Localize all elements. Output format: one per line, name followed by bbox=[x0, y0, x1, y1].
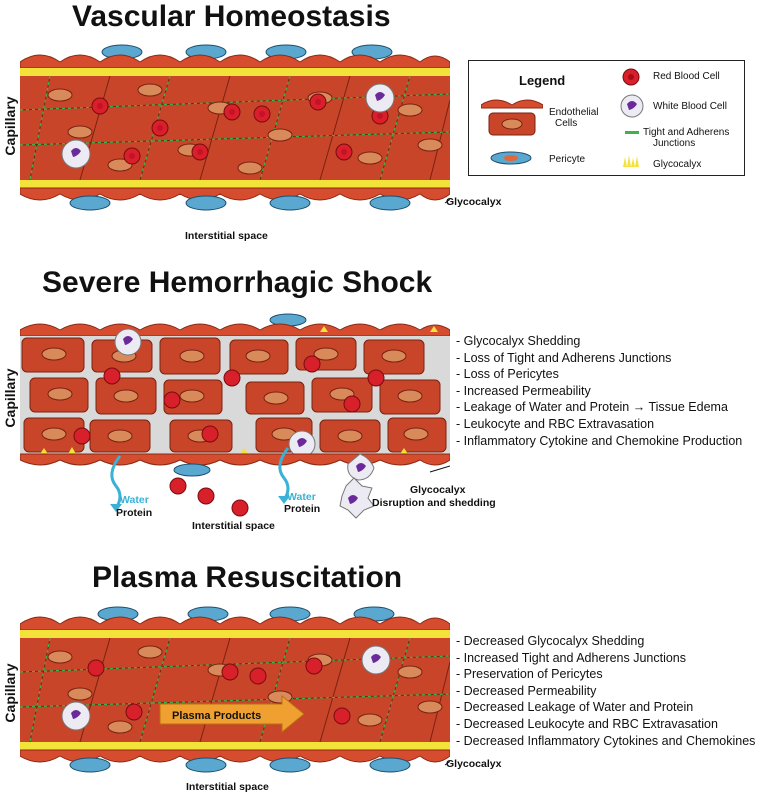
legend-wbc: White Blood Cell bbox=[653, 101, 727, 112]
panel2-bullets: - Glycocalyx Shedding - Loss of Tight an… bbox=[456, 333, 742, 449]
panel3-title: Plasma Resuscitation bbox=[92, 561, 403, 594]
panel3-capillary-diagram bbox=[20, 606, 450, 773]
panel2-capillary-label: Capillary bbox=[2, 368, 18, 428]
legend-glycocalyx: Glycocalyx bbox=[653, 159, 702, 170]
bullet-item: - Glycocalyx Shedding bbox=[456, 334, 581, 348]
bullet-item: - Decreased Leakage of Water and Protein bbox=[456, 700, 694, 715]
pericyte-icon bbox=[269, 757, 311, 773]
panel3-interstitial-label: Interstitial space bbox=[186, 781, 269, 793]
bullet-item: - Loss of Tight and Adherens Junctions bbox=[456, 350, 672, 365]
bullet-item: - Decreased Glycocalyx Shedding bbox=[456, 634, 645, 648]
bullet-item: - Loss of Pericytes bbox=[456, 367, 559, 382]
bullet-item: - Decreased Permeability bbox=[456, 683, 597, 698]
panel2-protein-1: Protein bbox=[116, 507, 153, 519]
white-blood-cell-icon bbox=[620, 94, 644, 118]
pericyte-icon bbox=[69, 195, 111, 211]
legend-rbc: Red Blood Cell bbox=[653, 71, 720, 82]
plasma-products-label: Plasma Products bbox=[172, 710, 262, 722]
pericyte-icon bbox=[269, 195, 311, 211]
panel2-disruption-label: Disruption and shedding bbox=[372, 497, 496, 509]
panel2-water-2: Water bbox=[287, 491, 316, 503]
water-arrow bbox=[278, 447, 290, 501]
pericyte-icon bbox=[69, 757, 111, 773]
panel2-interstitial-label: Interstitial space bbox=[192, 520, 275, 532]
legend-endo-2: Cells bbox=[555, 118, 578, 129]
junction-icon bbox=[625, 131, 639, 134]
bullet-item: - Leakage of Water and Protein → Tissue … bbox=[456, 400, 728, 415]
red-blood-cell-icon bbox=[169, 477, 249, 517]
bullet-item: - Decreased Leukocyte and RBC Extravasat… bbox=[456, 716, 718, 731]
panel2-protein-2: Protein bbox=[284, 503, 321, 515]
pericyte-icon bbox=[185, 757, 227, 773]
bullet-item: - Decreased Inflammatory Cytokines and C… bbox=[456, 733, 756, 748]
panel2-title: Severe Hemorrhagic Shock bbox=[42, 266, 433, 299]
legend-title: Legend bbox=[519, 73, 566, 88]
red-blood-cell-icon bbox=[73, 355, 385, 445]
panel3-glycocalyx-label: Glycocalyx bbox=[446, 758, 502, 770]
pericyte-icon bbox=[369, 195, 411, 211]
bullet-item: - Preservation of Pericytes bbox=[456, 667, 603, 682]
panel1-glycocalyx-label: Glycocalyx bbox=[446, 196, 502, 208]
glycocalyx-icon bbox=[623, 155, 639, 167]
panel2-capillary-diagram bbox=[20, 313, 450, 519]
bullet-item: - Increased Tight and Adherens Junctions bbox=[456, 650, 687, 665]
bullet-item: - Leukocyte and RBC Extravasation bbox=[456, 416, 655, 431]
legend-box: Legend Endothelial Cells Pericyte Red Bl… bbox=[468, 60, 745, 176]
pericyte-icon bbox=[173, 463, 211, 477]
legend-junction-1: Tight and Adherens bbox=[643, 127, 730, 138]
water-arrow bbox=[110, 455, 122, 509]
legend-pericyte: Pericyte bbox=[549, 154, 586, 165]
legend-endo-1: Endothelial bbox=[549, 107, 599, 118]
bullet-item: - Increased Permeability bbox=[456, 383, 591, 398]
panel1-title: Vascular Homeostasis bbox=[72, 0, 391, 33]
pericyte-icon bbox=[490, 151, 532, 165]
bullet-item: - Inflammatory Cytokine and Chemokine Pr… bbox=[456, 433, 743, 448]
panel1-capillary-diagram bbox=[20, 44, 450, 211]
pericyte-icon bbox=[185, 195, 227, 211]
panel2-water-1: Water bbox=[120, 494, 149, 506]
panel3-capillary-label: Capillary bbox=[2, 663, 18, 723]
pericyte-icon bbox=[369, 757, 411, 773]
panel1-interstitial-label: Interstitial space bbox=[185, 230, 268, 242]
panel2-glycocalyx-label: Glycocalyx bbox=[410, 484, 466, 496]
legend-junction-2: Junctions bbox=[653, 138, 696, 149]
endothelial-cells-icon bbox=[481, 99, 543, 136]
panel1-capillary-label: Capillary bbox=[2, 96, 18, 156]
plasma-products-arrow bbox=[159, 694, 305, 734]
panel3-bullets: - Decreased Glycocalyx Shedding - Increa… bbox=[456, 633, 755, 749]
red-blood-cell-icon bbox=[622, 68, 640, 86]
